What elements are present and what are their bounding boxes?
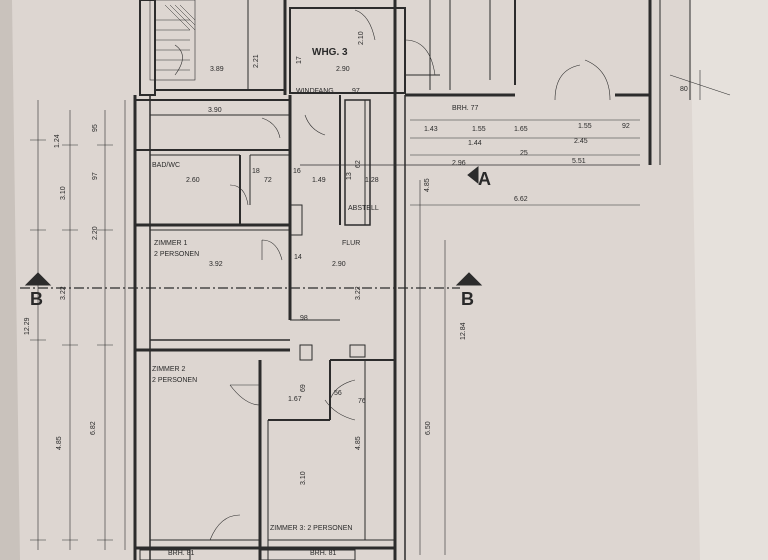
dim-label: 14 — [294, 254, 302, 261]
dim-label: 3.89 — [210, 66, 224, 73]
dim-label: 16 — [293, 168, 301, 175]
dim-label: 1.44 — [468, 140, 482, 147]
dim-label-vertical: 3.10 — [300, 471, 307, 485]
dim-label-vertical: 2.10 — [358, 31, 365, 45]
room-label-zimmer1-persons: 2 PERSONEN — [154, 251, 200, 258]
dim-label-vertical: 3.22 — [60, 286, 67, 300]
dim-label: 1.67 — [288, 396, 302, 403]
dim-label-vertical: 4.85 — [424, 178, 431, 192]
room-label-zimmer2: ZIMMER 2 — [152, 366, 186, 373]
room-label-zimmer1: ZIMMER 1 — [154, 240, 188, 247]
dim-label: 98 — [300, 315, 308, 322]
dim-label: 2.45 — [574, 138, 588, 145]
room-label-flur: FLUR — [342, 240, 361, 247]
room-label-zimmer2-persons: 2 PERSONEN — [152, 377, 198, 384]
brh-label-top: BRH. 77 — [452, 105, 479, 112]
dim-label: 56 — [334, 390, 342, 397]
dim-label-vertical: 12.29 — [24, 317, 31, 335]
dim-label: 80 — [680, 86, 688, 93]
dim-label-vertical: 62 — [355, 160, 362, 168]
dim-label-vertical: 4.85 — [56, 436, 63, 450]
dim-label: 6.62 — [514, 196, 528, 203]
dim-label: 2.60 — [186, 177, 200, 184]
dim-label: 5.51 — [572, 158, 586, 165]
paper-sheet-right — [690, 0, 768, 560]
dim-label: 92 — [622, 123, 630, 130]
dim-label-vertical: 12.84 — [460, 322, 467, 340]
paper-sheet — [12, 0, 700, 560]
dim-label: 2.90 — [336, 66, 350, 73]
dim-label-vertical: 4.85 — [355, 436, 362, 450]
brh-label-bottom-left: BRH. 81 — [168, 550, 195, 557]
dim-label-vertical: 2.21 — [253, 54, 260, 68]
dim-label-vertical: 6.82 — [90, 421, 97, 435]
dim-label: 76 — [358, 398, 366, 405]
dim-label-vertical: 2.20 — [92, 226, 99, 240]
section-mark-a: A — [478, 169, 491, 189]
dim-label: 1.43 — [424, 126, 438, 133]
dim-label: 1.65 — [514, 126, 528, 133]
brh-label-bottom-right: BRH. 81 — [310, 550, 337, 557]
dim-label-vertical: 69 — [300, 384, 307, 392]
dim-label: 2.96 — [452, 160, 466, 167]
dim-label: 1.55 — [472, 126, 486, 133]
wall-lines — [20, 0, 731, 560]
dim-label-vertical: 13 — [346, 172, 353, 180]
room-label-zimmer3: ZIMMER 3: 2 PERSONEN — [270, 525, 353, 532]
room-label-abstell: ABSTELL — [348, 205, 379, 212]
dim-label-vertical: 95 — [92, 124, 99, 132]
dim-label-vertical: 3.10 — [60, 186, 67, 200]
room-label-windfang: WINDFANG — [296, 88, 334, 95]
dim-label-vertical: 1.24 — [54, 134, 61, 148]
dim-label: 1.28 — [365, 177, 379, 184]
dim-label: 97 — [352, 88, 360, 95]
dim-label-vertical: 6.50 — [425, 421, 432, 435]
dim-label: 3.92 — [209, 261, 223, 268]
section-mark-b-right: B — [461, 289, 474, 309]
dim-label-vertical: 97 — [92, 172, 99, 180]
dim-label-vertical: 17 — [296, 56, 303, 64]
dim-label: 3.90 — [208, 107, 222, 114]
dim-label: 1.55 — [578, 123, 592, 130]
dim-label: 72 — [264, 177, 272, 184]
dim-label: 2.90 — [332, 261, 346, 268]
dim-label-vertical: 3.22 — [355, 286, 362, 300]
unit-title: WHG. 3 — [312, 47, 348, 58]
section-mark-b-left: B — [30, 289, 43, 309]
dim-label: 1.49 — [312, 177, 326, 184]
dim-label: 18 — [252, 168, 260, 175]
room-label-bad-wc: BAD/WC — [152, 162, 180, 169]
dim-label: 25 — [520, 150, 528, 157]
